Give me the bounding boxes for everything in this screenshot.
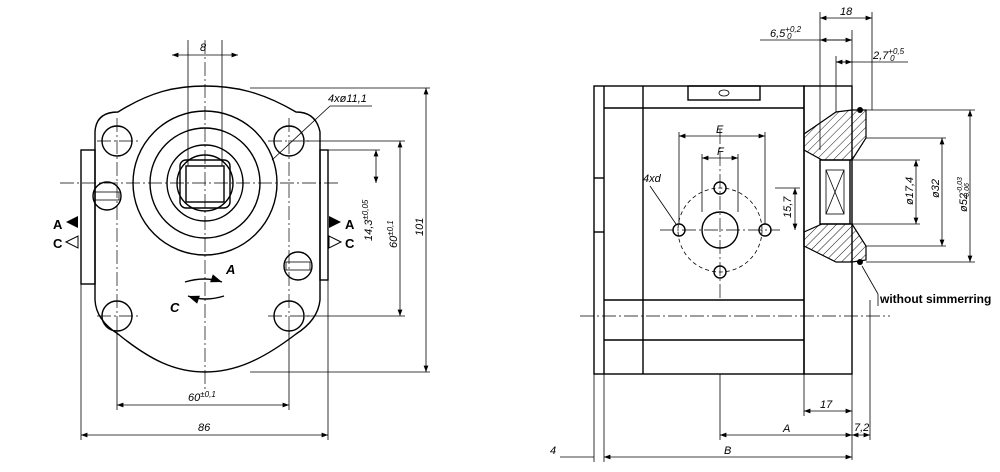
dim-18: 18 xyxy=(840,6,853,18)
port-right xyxy=(283,251,313,281)
dim-8: 8 xyxy=(200,42,207,54)
rotation-arrow-c xyxy=(187,295,225,304)
dim-86: 86 xyxy=(198,422,211,434)
dim-60-vertical: 60±0,1 xyxy=(386,220,400,248)
dim-4x-hole: 4xø11,1 xyxy=(328,93,367,105)
left-boss xyxy=(80,149,96,285)
rotation-arrow-a xyxy=(184,274,223,283)
front-body-outline xyxy=(94,85,321,373)
dim-7-2: 7,2 xyxy=(854,422,869,434)
dim-e: E xyxy=(716,124,724,136)
note-without-simmerring: without simmerring xyxy=(879,292,991,306)
hub-section-bottom xyxy=(803,223,867,263)
shaft-end xyxy=(825,169,845,215)
side-hole-top xyxy=(713,181,727,195)
dim-17: 17 xyxy=(820,399,833,411)
dim-f: F xyxy=(717,146,725,158)
port-left-slot xyxy=(94,191,120,201)
port-label-left-a: A xyxy=(53,217,63,232)
top-plug xyxy=(687,85,761,101)
port-left xyxy=(92,181,122,211)
front-view: 8 4xø11,1 14,3±0,05 60±0,1 101 60±0,1 86… xyxy=(53,40,430,440)
dim-60-horizontal: 60±0,1 xyxy=(188,390,216,404)
port-label-right-a: A xyxy=(345,217,355,232)
port-marker-left-a xyxy=(66,216,78,228)
dim-d32: ø32 xyxy=(930,179,942,198)
dim-4xd: 4xd xyxy=(643,173,662,185)
right-boss xyxy=(319,149,329,281)
port-right-slot xyxy=(285,261,311,271)
side-hole-bottom xyxy=(713,265,727,279)
dim-101: 101 xyxy=(414,218,426,236)
dim-14-3: 14,3±0,05 xyxy=(361,199,375,241)
dim-a: A xyxy=(782,423,790,435)
port-marker-right-c xyxy=(328,235,343,249)
dim-d52: ø52-0,03-0,06 xyxy=(957,177,971,212)
dim-4: 4 xyxy=(550,445,556,457)
port-label-right-c: C xyxy=(345,236,355,251)
shaft-bore xyxy=(819,159,851,225)
port-marker-right-a xyxy=(329,216,341,228)
rotation-label-a: A xyxy=(225,262,235,277)
hub-section-top xyxy=(803,109,867,161)
hole-circle xyxy=(677,187,763,273)
dim-b: B xyxy=(724,445,731,457)
port-marker-left-c xyxy=(64,235,79,249)
dim-15-7: 15,7 xyxy=(782,196,794,218)
port-label-left-c: C xyxy=(53,236,63,251)
rotation-label-c: C xyxy=(170,300,180,315)
side-port-main xyxy=(701,211,739,249)
dim-d17-4: ø17,4 xyxy=(904,177,916,205)
